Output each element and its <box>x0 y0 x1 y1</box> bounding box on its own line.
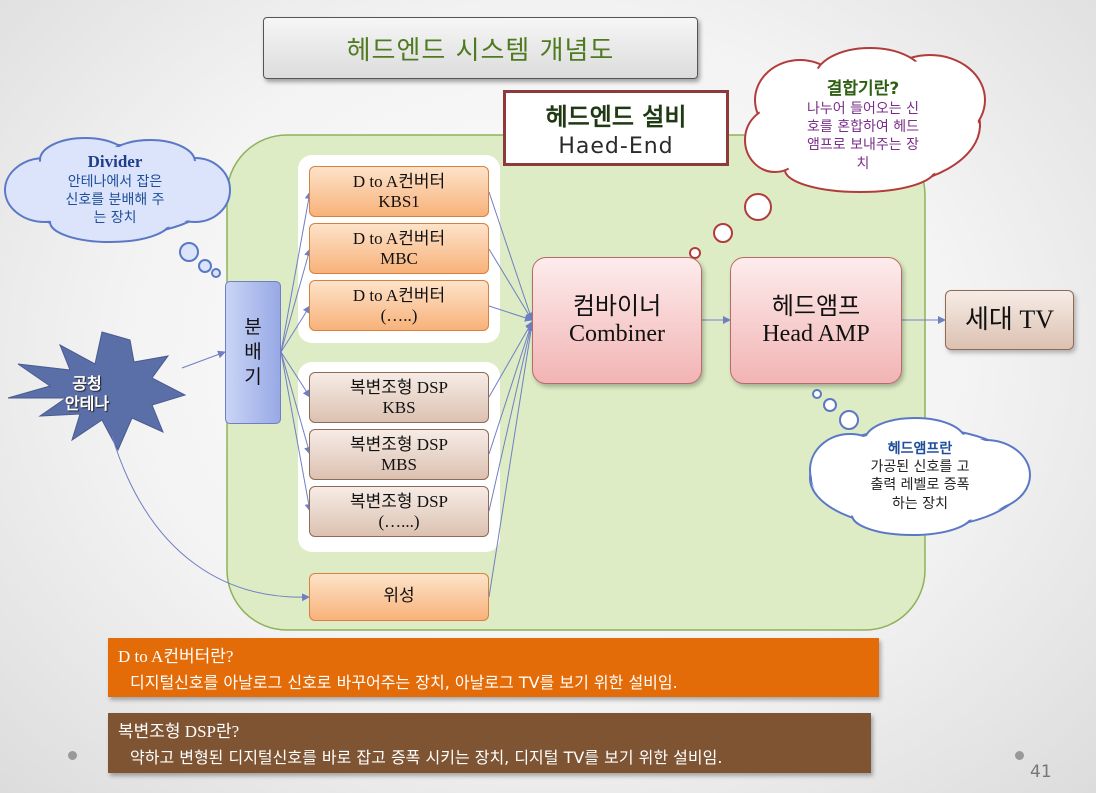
converter-etc-line2: (…..) <box>380 305 418 325</box>
combiner-label-en: Combiner <box>569 320 665 347</box>
converter-kbs1-line1: D to A컨버터 <box>352 171 446 191</box>
combiner-callout-line4: 치 <box>856 155 870 172</box>
divider-callout-line1: 안테나에서 잡은 <box>67 174 163 191</box>
divider-callout: Divider 안테나에서 잡은 신호를 분배해 주 는 장치 <box>40 151 190 228</box>
combiner-cloud <box>689 47 986 259</box>
splitter-line3: 기 <box>244 365 262 388</box>
headend-label-ko: 헤드엔드 설비 <box>545 103 687 131</box>
headamp-node: 헤드앰프 Head AMP <box>730 257 902 384</box>
dsp-info-box: 복변조형 DSP란? 약하고 변형된 디지털신호를 바로 잡고 증폭 시키는 장… <box>108 713 871 773</box>
combiner-callout: 결합기란? 나누어 들어오는 신 호를 혼합하여 헤드 앰프로 보내주는 장 치 <box>788 78 938 173</box>
divider-cloud <box>4 137 231 278</box>
page-number: 41 <box>1030 762 1052 782</box>
headamp-label-en: Head AMP <box>762 320 870 347</box>
converter-info-box: D to A컨버터란? 디지털신호를 아날로그 신호로 바꾸어주는 장치, 아날… <box>108 638 879 697</box>
converter-mbc-line2: MBC <box>380 248 418 268</box>
slide-dot-right <box>1015 751 1024 760</box>
dsp-mbs-line1: 복변조형 DSP <box>350 434 448 454</box>
divider-callout-line3: 는 장치 <box>93 210 137 227</box>
dsp-etc-line2: (…...) <box>378 511 420 531</box>
combiner-node: 컴바이너 Combiner <box>532 257 702 384</box>
headamp-callout-line3: 하는 장치 <box>892 495 948 512</box>
dsp-kbs-line2: KBS <box>382 397 416 417</box>
headamp-callout-title: 헤드앰프란 <box>887 441 953 457</box>
headamp-callout-line2: 출력 레벨로 증폭 <box>870 477 970 494</box>
connector-lines <box>111 191 946 602</box>
converter-etc: D to A컨버터 (…..) <box>309 280 489 331</box>
dsp-mbs: 복변조형 DSP MBS <box>309 429 489 480</box>
converter-info-title: D to A컨버터란? <box>118 647 234 666</box>
dsp-mbs-line2: MBS <box>381 454 417 474</box>
headamp-callout: 헤드앰프란 가공된 신호를 고 출력 레벨로 증폭 하는 장치 <box>845 440 995 513</box>
combiner-label-ko: 컴바이너 <box>572 291 662 320</box>
combiner-callout-title: 결합기란? <box>826 79 900 99</box>
headamp-callout-line1: 가공된 신호를 고 <box>870 459 970 476</box>
combiner-callout-line3: 앰프로 보내주는 장 <box>807 137 919 154</box>
dsp-kbs-line1: 복변조형 DSP <box>350 377 448 397</box>
splitter-line2: 배 <box>244 341 262 364</box>
antenna-label-line1: 공청 <box>72 374 102 393</box>
combiner-callout-line1: 나누어 들어오는 신 <box>807 101 919 118</box>
diagram-title: 헤드엔드 시스템 개념도 <box>263 17 698 79</box>
converter-etc-line1: D to A컨버터 <box>352 285 446 305</box>
antenna-label: 공청 안테나 <box>55 374 119 414</box>
converter-mbc-line1: D to A컨버터 <box>352 228 446 248</box>
combiner-callout-line2: 호를 혼합하여 헤드 <box>807 119 919 136</box>
headamp-cloud <box>809 389 1031 536</box>
splitter-line1: 분 <box>244 316 262 339</box>
converter-kbs1: D to A컨버터 KBS1 <box>309 166 489 217</box>
antenna-burst <box>7 331 187 452</box>
headend-label: 헤드엔드 설비 Haed-End <box>503 90 729 166</box>
divider-callout-title: Divider <box>87 152 143 171</box>
converter-kbs1-line2: KBS1 <box>378 191 420 211</box>
dsp-etc-line1: 복변조형 DSP <box>350 491 448 511</box>
slide-dot-left <box>68 751 77 760</box>
satellite-node: 위성 <box>309 573 489 621</box>
converter-mbc: D to A컨버터 MBC <box>309 223 489 274</box>
household-tv-node: 세대 TV <box>945 290 1074 350</box>
splitter-node: 분 배 기 <box>225 281 281 424</box>
antenna-label-line2: 안테나 <box>64 394 110 413</box>
converter-info-text: 디지털신호를 아날로그 신호로 바꾸어주는 장치, 아날로그 TV를 보기 위한… <box>130 673 678 692</box>
dsp-info-title: 복변조형 DSP란? <box>118 722 240 741</box>
dsp-kbs: 복변조형 DSP KBS <box>309 372 489 423</box>
dsp-etc: 복변조형 DSP (…...) <box>309 486 489 537</box>
headend-label-en: Haed-End <box>558 134 674 159</box>
dsp-info-text: 약하고 변형된 디지털신호를 바로 잡고 증폭 시키는 장치, 디지털 TV를 … <box>130 748 723 767</box>
headamp-label-ko: 헤드앰프 <box>771 291 861 320</box>
divider-callout-line2: 신호를 분배해 주 <box>65 192 165 209</box>
